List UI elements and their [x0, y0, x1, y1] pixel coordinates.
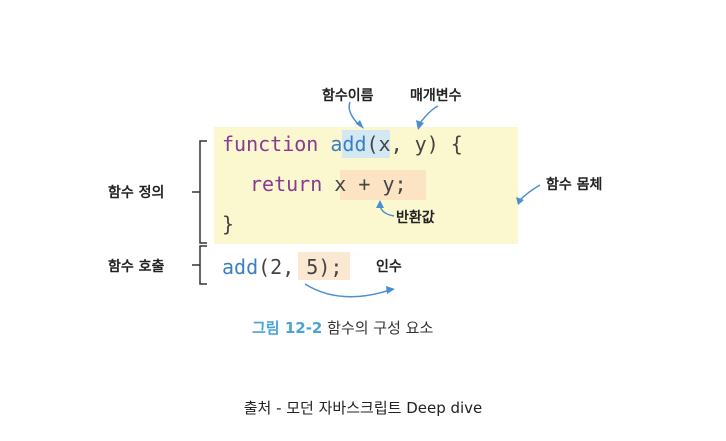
return-value-highlight — [340, 170, 426, 200]
figure-caption: 그림 12-2 함수의 구성 요소 — [252, 317, 433, 338]
figure-title: 함수의 구성 요소 — [327, 319, 434, 337]
code-line-call: add(2, 5); — [222, 255, 342, 279]
return-semicolon: ; — [394, 172, 407, 196]
code-line-function: function add(x, y) { — [222, 132, 463, 156]
parameter-arrow — [419, 105, 439, 124]
label-definition: 함수 정의 — [108, 185, 165, 201]
call-semicolon: ; — [330, 255, 343, 279]
label-function-body: 함수 몸체 — [546, 177, 603, 193]
function-keyword: function — [222, 132, 319, 156]
call-arguments: (2, 5) — [258, 255, 331, 279]
argument-arrow — [304, 283, 391, 298]
code-line-return: return x + y; — [250, 172, 407, 196]
label-argument: 인수 — [376, 259, 402, 275]
return-expression: x + y — [334, 172, 395, 196]
label-function-name: 함수이름 — [322, 88, 374, 104]
label-return-value: 반환값 — [396, 210, 435, 226]
label-call: 함수 호출 — [108, 259, 165, 275]
source-credit: 출처 - 모던 자바스크립트 Deep dive — [243, 399, 483, 417]
function-name-highlight — [342, 130, 390, 158]
return-keyword: return — [250, 172, 323, 196]
function-body-arrow — [519, 184, 541, 201]
function-params: (x, y) { — [366, 132, 463, 156]
function-name: add — [330, 132, 367, 156]
definition-bracket — [199, 140, 207, 244]
code-line-close-brace: } — [222, 212, 235, 236]
call-function-name: add — [222, 255, 259, 279]
label-parameter: 매개변수 — [410, 88, 462, 104]
call-bracket — [199, 245, 207, 285]
figure-number: 그림 12-2 — [252, 319, 323, 337]
argument-highlight — [298, 252, 350, 280]
